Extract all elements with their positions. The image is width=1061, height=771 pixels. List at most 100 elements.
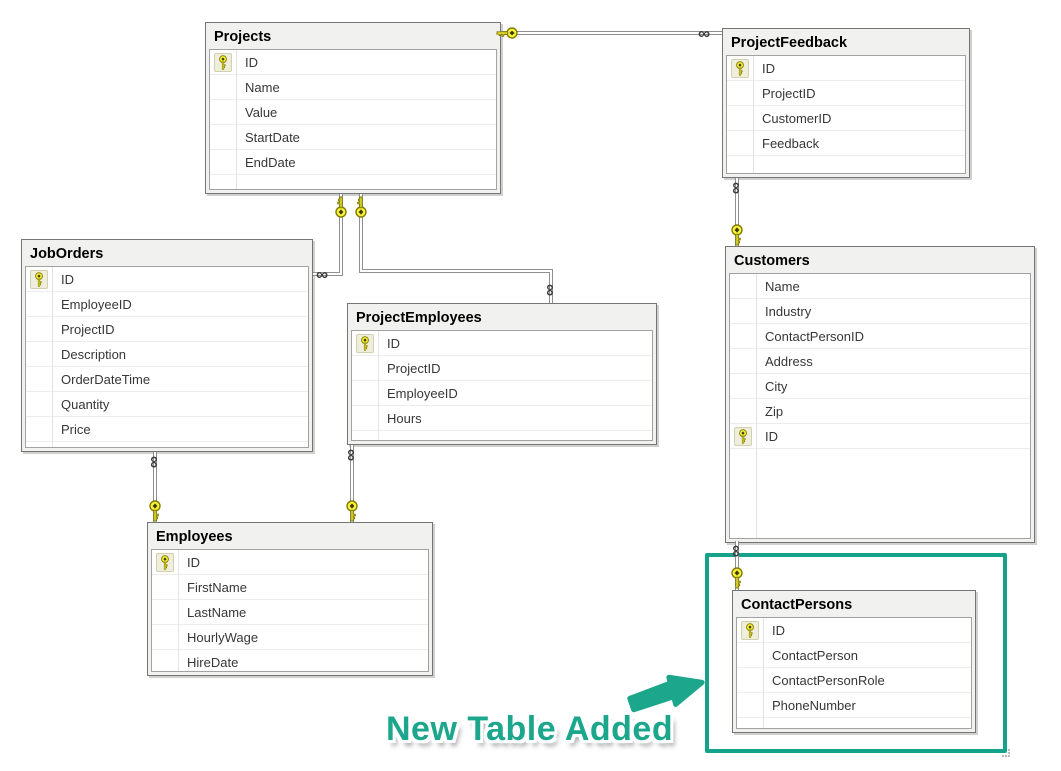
table-title[interactable]: Projects <box>214 29 272 45</box>
column-row[interactable]: LastName <box>152 600 428 625</box>
table-title[interactable]: JobOrders <box>30 246 104 262</box>
column-row[interactable]: ID <box>26 267 308 292</box>
column-row[interactable]: PhoneNumber <box>737 693 971 718</box>
column-row[interactable]: ProjectID <box>352 356 652 381</box>
table-title[interactable]: ContactPersons <box>741 597 853 613</box>
column-row[interactable]: ID <box>727 56 965 81</box>
column-row[interactable]: EndDate <box>210 150 496 175</box>
column-name: ProjectID <box>61 321 115 337</box>
key-icon <box>741 620 759 640</box>
column-row[interactable]: Zip <box>730 399 1030 424</box>
column-row[interactable]: Quantity <box>26 392 308 417</box>
column-name: ContactPersonID <box>765 328 864 344</box>
column-name: ID <box>762 60 775 76</box>
key-icon <box>356 333 374 353</box>
column-name: ContactPerson <box>772 647 858 663</box>
key-icon <box>156 552 174 572</box>
icon-column-separator <box>52 267 53 447</box>
column-row[interactable]: Feedback <box>727 131 965 156</box>
column-row[interactable]: Value <box>210 100 496 125</box>
icon-column-separator <box>753 56 754 173</box>
column-row[interactable]: Name <box>210 75 496 100</box>
key-icon <box>730 567 744 589</box>
table-title[interactable]: ProjectEmployees <box>356 310 482 326</box>
column-row[interactable]: Hours <box>352 406 652 431</box>
column-name: ID <box>772 622 785 638</box>
column-row[interactable]: City <box>730 374 1030 399</box>
table-title[interactable]: ProjectFeedback <box>731 35 848 51</box>
column-row[interactable]: HireDate <box>152 650 428 671</box>
highlight-box <box>705 553 1010 757</box>
infinity-icon: ∞ <box>541 283 561 297</box>
icon-column-separator <box>178 550 179 671</box>
table-title[interactable]: Employees <box>156 529 233 545</box>
table-title[interactable]: Customers <box>734 253 810 269</box>
column-name: Value <box>245 104 278 120</box>
relationship-Projects-JobOrders[interactable] <box>313 194 343 276</box>
column-name: ID <box>765 428 778 444</box>
column-name: ID <box>187 554 200 570</box>
column-row[interactable]: Name <box>730 274 1030 299</box>
primary-key-cell <box>730 426 756 446</box>
column-name: Description <box>61 346 127 362</box>
key-icon <box>334 196 348 218</box>
column-name: PhoneNumber <box>772 697 856 713</box>
icon-column-separator <box>236 50 237 189</box>
column-row[interactable]: ProjectID <box>727 81 965 106</box>
column-name: Name <box>765 278 800 294</box>
column-row[interactable]: Price <box>26 417 308 442</box>
primary-key-cell <box>210 52 236 72</box>
column-row[interactable]: ID <box>152 550 428 575</box>
column-name: LastName <box>187 604 247 620</box>
infinity-icon: ∞ <box>697 23 711 43</box>
key-icon <box>30 269 48 289</box>
column-row[interactable]: FirstName <box>152 575 428 600</box>
relationship-Projects-ProjectEmployees[interactable] <box>359 194 553 303</box>
key-icon <box>214 52 232 72</box>
column-name: Address <box>765 353 813 369</box>
column-row[interactable]: ProjectID <box>26 317 308 342</box>
column-row[interactable]: ID <box>737 618 971 643</box>
column-name: Name <box>245 79 280 95</box>
infinity-icon: ∞ <box>145 455 165 469</box>
column-name: ID <box>61 271 74 287</box>
column-row[interactable]: Industry <box>730 299 1030 324</box>
column-row[interactable]: StartDate <box>210 125 496 150</box>
column-name: EmployeeID <box>61 296 132 312</box>
column-row[interactable]: ContactPerson <box>737 643 971 668</box>
primary-key-cell <box>26 269 52 289</box>
column-row[interactable]: Address <box>730 349 1030 374</box>
column-row[interactable]: HourlyWage <box>152 625 428 650</box>
column-row[interactable]: ContactPersonID <box>730 324 1030 349</box>
column-row[interactable]: EmployeeID <box>352 381 652 406</box>
column-row[interactable]: ID <box>210 50 496 75</box>
column-row[interactable]: ID <box>352 331 652 356</box>
icon-column-separator <box>763 618 764 728</box>
column-name: ID <box>387 335 400 351</box>
column-name: OrderDateTime <box>61 371 151 387</box>
infinity-icon: ∞ <box>727 544 747 558</box>
annotation-text: New Table Added <box>386 710 674 748</box>
key-icon <box>730 224 744 246</box>
icon-column-separator <box>378 331 379 440</box>
column-row[interactable]: EmployeeID <box>26 292 308 317</box>
resize-grip <box>1002 749 1010 757</box>
column-row[interactable]: ContactPersonRole <box>737 668 971 693</box>
column-name: StartDate <box>245 129 300 145</box>
column-row[interactable]: ID <box>730 424 1030 449</box>
column-row[interactable]: OrderDateTime <box>26 367 308 392</box>
column-row[interactable]: CustomerID <box>727 106 965 131</box>
column-row[interactable]: Description <box>26 342 308 367</box>
